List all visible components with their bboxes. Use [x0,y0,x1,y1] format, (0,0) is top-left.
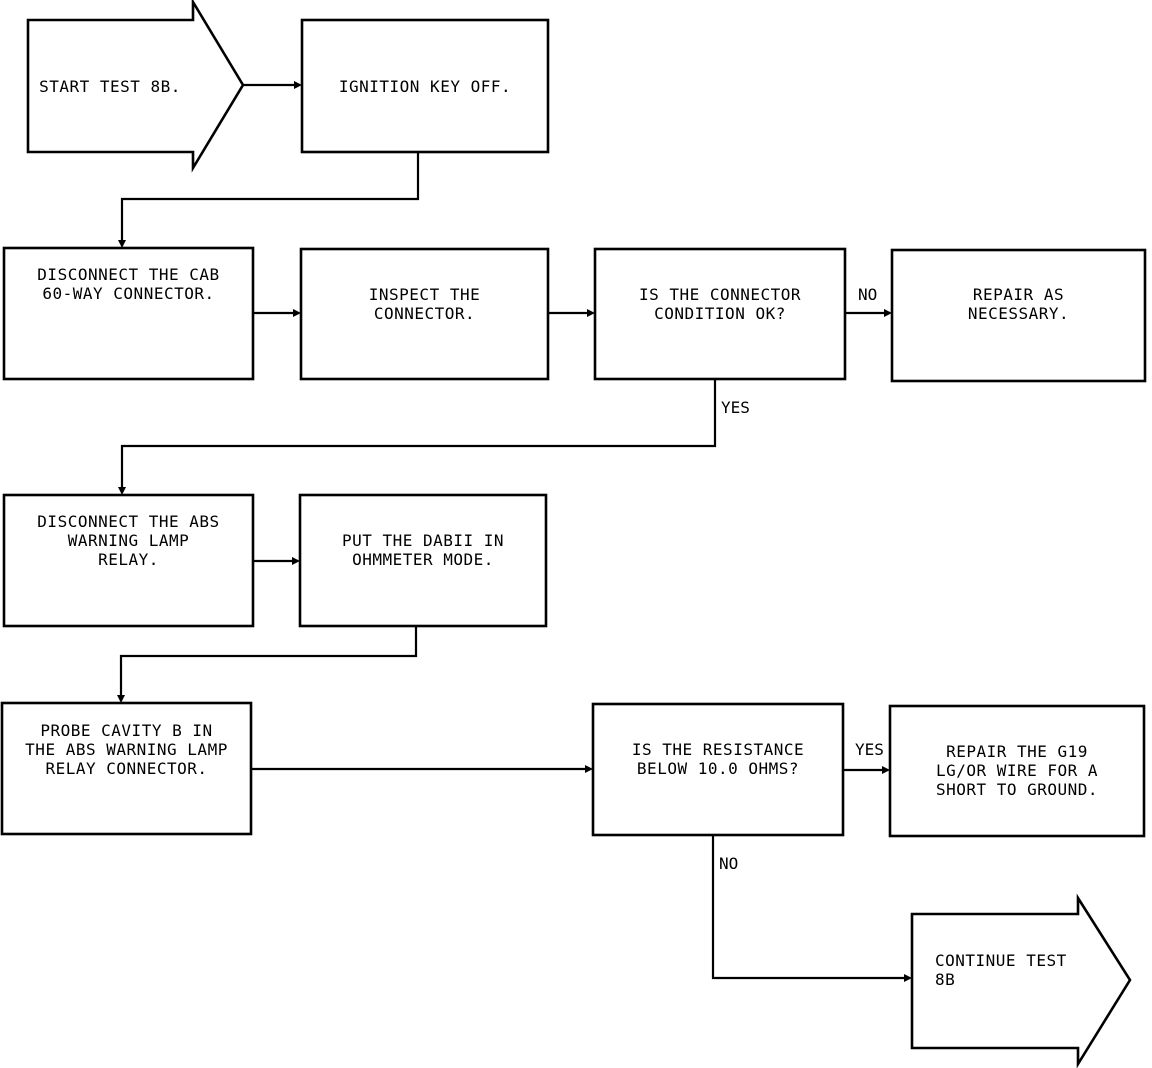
probe-cavity-label: PROBE CAVITY B IN THE ABS WARNING LAMP R… [25,720,228,778]
start-label: START TEST 8B. [39,76,181,96]
disconnect-abs-label: DISCONNECT THE ABS WARNING LAMP RELAY. [37,511,220,569]
disconnect-abs-box [2,493,255,628]
arrowhead [904,974,912,982]
inspect-connector-box [299,247,550,381]
connector-ignition-to-disconnect-cab [120,152,420,242]
arrowhead [294,81,302,89]
arrowhead [293,309,301,317]
start-arrow-shape [26,0,245,173]
disconnect-cab-box [2,246,255,381]
connector-dabii-to-probe [119,626,418,697]
dabii-mode-label: PUT THE DABII IN OHMMETER MODE. [341,531,505,569]
inspect-connector-label: INSPECT THE CONNECTOR. [368,285,481,323]
connector-ok-box [593,247,847,381]
repair-g19-label: REPAIR THE G19 LG/OR WIRE FOR A SHORT TO… [935,741,1099,799]
edge-label-resistance-yes: YES [855,740,884,759]
arrowhead [118,240,126,248]
arrowhead [587,309,595,317]
edge-label-connector-yes: YES [721,398,750,417]
continue-arrow-shape [910,893,1132,1068]
continue-label: CONTINUE TEST 8B [935,951,1067,989]
arrowhead [117,695,125,703]
connector-connector-ok-yes [120,379,717,489]
arrowhead [884,309,892,317]
repair-necessary-box [890,248,1147,383]
arrowhead [585,765,593,773]
arrowhead [292,557,300,565]
edge-label-connector-no: NO [858,285,878,304]
ignition-off-box [300,18,550,154]
resistance-check-label: IS THE RESISTANCE BELOW 10.0 OHMS? [631,740,805,778]
connector-resistance-no [711,835,906,980]
arrowhead [118,487,126,495]
connector-ok-label: IS THE CONNECTOR CONDITION OK? [638,285,802,323]
ignition-off-label: IGNITION KEY OFF. [338,76,512,96]
repair-g19-box [888,704,1146,838]
edge-label-resistance-no: NO [719,854,739,873]
disconnect-cab-label: DISCONNECT THE CAB 60-WAY CONNECTOR. [37,265,220,303]
arrowhead [882,766,890,774]
repair-necessary-label: REPAIR AS NECESSARY. [967,285,1070,323]
dabii-mode-box [298,493,548,628]
